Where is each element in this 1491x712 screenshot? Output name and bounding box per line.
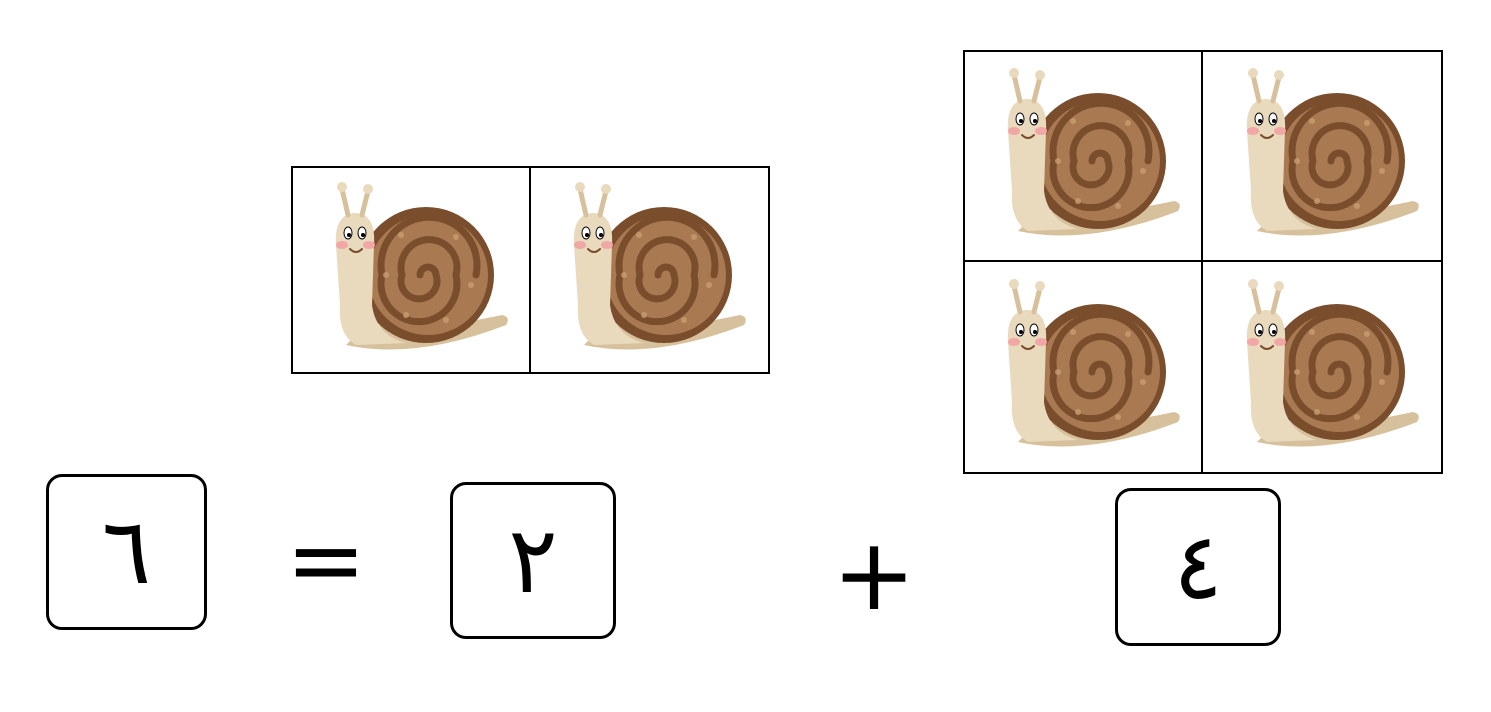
snail-icon bbox=[544, 175, 754, 365]
snail-cell bbox=[1203, 262, 1441, 472]
plus-sign: + bbox=[832, 516, 916, 633]
addend-two-box: ٢ bbox=[450, 482, 616, 639]
snail-cell bbox=[965, 52, 1203, 262]
result-number: ٦ bbox=[101, 498, 152, 605]
snail-cell bbox=[293, 168, 531, 372]
addend-four-number: ٤ bbox=[1173, 513, 1223, 620]
equals-sign: = bbox=[285, 504, 367, 616]
snail-group-two bbox=[291, 166, 770, 374]
snail-cell bbox=[531, 168, 769, 372]
snail-group-four bbox=[963, 50, 1443, 474]
addend-four-box: ٤ bbox=[1115, 488, 1281, 646]
snail-icon bbox=[978, 61, 1188, 251]
snail-icon bbox=[1217, 272, 1427, 462]
snail-icon bbox=[978, 272, 1188, 462]
snail-cell bbox=[965, 262, 1203, 472]
snail-icon bbox=[306, 175, 516, 365]
snail-cell bbox=[1203, 52, 1441, 262]
result-number-box: ٦ bbox=[46, 474, 207, 630]
snail-icon bbox=[1217, 61, 1427, 251]
addend-two-number: ٢ bbox=[508, 506, 558, 614]
